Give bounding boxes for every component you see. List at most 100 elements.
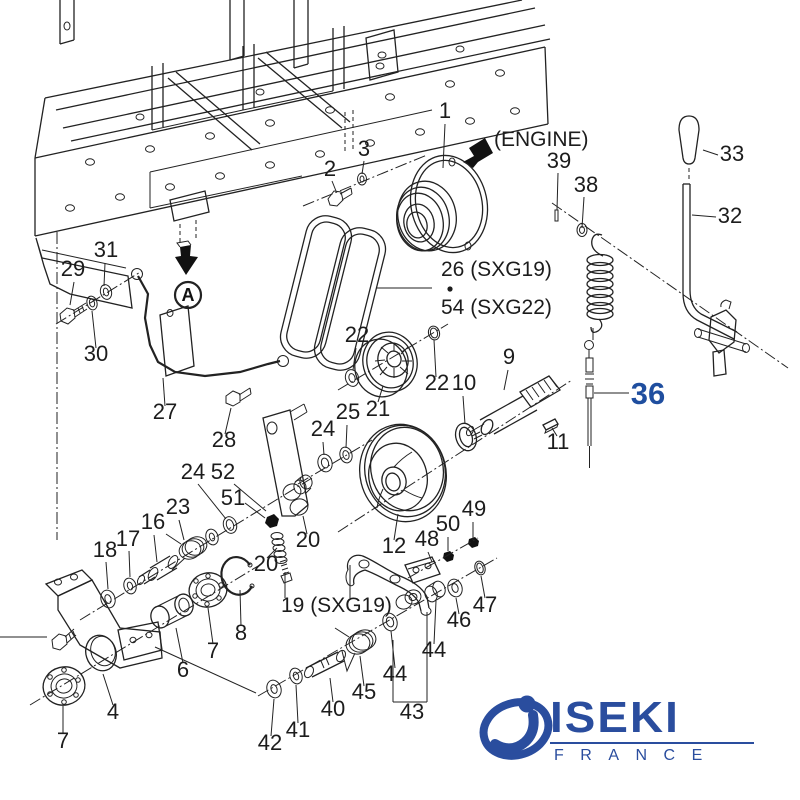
part-callout-6: 6 <box>177 657 189 682</box>
bellcrank-43 <box>345 554 432 616</box>
part-callout-10: 10 <box>452 370 476 395</box>
part-callout-ENGINE: (ENGINE) <box>494 128 589 151</box>
iseki-logo-text: ISEKI FRANCE <box>550 696 765 765</box>
part-callout-40: 40 <box>321 696 345 721</box>
part-callout-8: 8 <box>235 620 247 645</box>
part-callout-25: 25 <box>336 399 360 424</box>
part-callout-23: 23 <box>166 494 190 519</box>
detail-a-arrow-icon <box>175 240 198 275</box>
shaft-40 <box>303 649 347 679</box>
bracket-rod-27 <box>131 268 289 378</box>
part-callout-45: 45 <box>352 679 376 704</box>
pin-39 <box>554 209 559 222</box>
part-callout-4: 4 <box>107 699 119 724</box>
torsion-spring-45 <box>334 627 377 673</box>
part-callout-44: 44 <box>383 661 407 686</box>
bracket-4 <box>44 569 163 672</box>
bolt-28 <box>225 387 252 407</box>
part-callout-27: 27 <box>153 399 177 424</box>
key-11 <box>542 418 559 434</box>
part-callout-20: 20 <box>296 527 320 552</box>
part-callout-49: 49 <box>462 496 486 521</box>
part-callout-19SXG19: 19 (SXG19) <box>281 594 392 617</box>
lever-pivot-bracket <box>694 299 750 377</box>
engine-arrow-icon <box>463 138 493 168</box>
part-callout-39: 39 <box>547 148 571 173</box>
part-callout-24: 24 <box>181 459 205 484</box>
iseki-logo: ISEKI FRANCE <box>478 690 778 785</box>
nut-49 <box>468 537 479 548</box>
logo-country: FRANCE <box>554 747 719 764</box>
part-callout-24: 24 <box>311 416 335 441</box>
part-callout-22: 22 <box>425 370 449 395</box>
part-callout-26SXG19: 26 (SXG19) <box>441 258 552 281</box>
washer-24-upper <box>317 453 333 473</box>
torsion-spring-23 <box>165 533 208 571</box>
chassis-frame <box>34 0 551 540</box>
part-callout-20: 20 <box>254 551 278 576</box>
belt-label-dot <box>447 286 453 292</box>
part-callout-44: 44 <box>422 637 446 662</box>
extension-spring <box>586 233 614 333</box>
idler-pulley <box>354 331 418 398</box>
part-callout-31: 31 <box>94 237 118 262</box>
clutch-cable <box>584 340 594 468</box>
part-callout-7: 7 <box>207 638 219 663</box>
bearing-7-mid <box>188 572 228 608</box>
shaft-9 <box>465 375 561 440</box>
leader-lines <box>0 123 719 737</box>
engine-pulley <box>396 154 489 254</box>
detail-a-marker: A <box>173 280 203 310</box>
spacer-6 <box>150 593 194 629</box>
v-belts <box>279 215 387 371</box>
part-callout-51: 51 <box>221 485 245 510</box>
part-callout-16: 16 <box>141 509 165 534</box>
washer-46 <box>447 578 463 598</box>
shaft-16 <box>136 555 179 586</box>
part-callout-12: 12 <box>382 533 406 558</box>
part-callout-54SXG22: 54 (SXG22) <box>441 296 552 319</box>
ring-22-right <box>427 325 441 341</box>
bolt-left <box>51 628 77 651</box>
washer-17 <box>123 577 137 595</box>
washer-42 <box>266 679 282 699</box>
washer-41 <box>289 667 303 685</box>
bushing-44-right <box>424 580 446 603</box>
ring-47 <box>474 560 486 576</box>
part-callout-1: 1 <box>439 98 451 123</box>
washer-22-left <box>344 369 360 387</box>
bearing-7-bottomleft <box>42 666 86 706</box>
part-callout-41: 41 <box>286 717 310 742</box>
part-callout-11: 11 <box>547 429 570 454</box>
part-callout-9: 9 <box>503 344 515 369</box>
part-callout-38: 38 <box>574 172 598 197</box>
part-callout-52: 52 <box>211 459 235 484</box>
logo-brand: ISEKI <box>550 693 680 742</box>
part-callout-47: 47 <box>473 592 497 617</box>
logo-rule <box>550 742 754 744</box>
detail-a-letter: A <box>182 285 195 305</box>
part-callout-43: 43 <box>400 699 424 724</box>
part-callout-21: 21 <box>366 396 390 421</box>
part-callout-29: 29 <box>61 256 85 281</box>
part-callout-30: 30 <box>84 341 108 366</box>
iseki-logo-mark <box>479 695 553 760</box>
part-callout-36: 36 <box>631 376 665 411</box>
lever-shaft <box>682 183 738 340</box>
part-callout-50: 50 <box>436 511 460 536</box>
part-callout-17: 17 <box>116 526 140 551</box>
lever-knob <box>678 115 700 165</box>
part-callout-22: 22 <box>345 322 369 347</box>
part-callout-33: 33 <box>720 141 744 166</box>
tension-arm <box>262 403 309 517</box>
ring-25 <box>339 446 353 464</box>
part-callout-42: 42 <box>258 730 282 755</box>
part-callout-32: 32 <box>718 203 742 228</box>
washer-18 <box>100 589 116 609</box>
assembly-axes <box>29 154 789 706</box>
part-callout-28: 28 <box>212 427 236 452</box>
nut-51 <box>265 514 279 528</box>
